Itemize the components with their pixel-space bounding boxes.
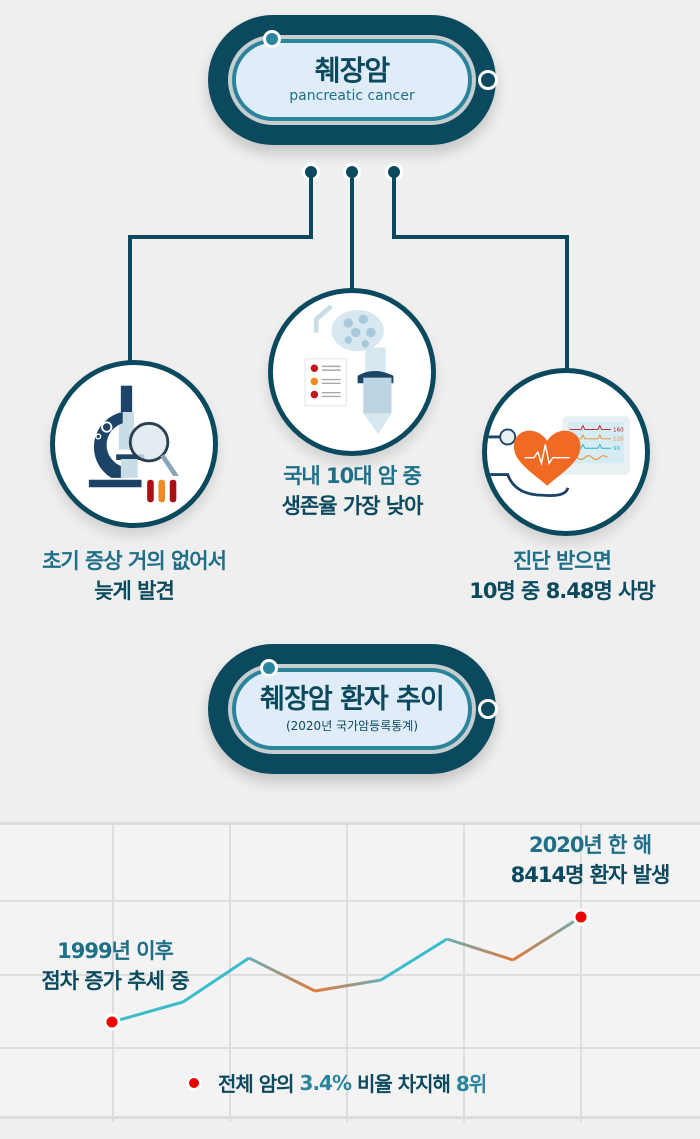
svg-text:160: 160 — [613, 427, 624, 433]
fact-caption: 초기 증상 거의 없어서 늦게 발견 — [42, 549, 227, 603]
fact-caption: 진단 받으면 10명 중 8.48명 사망 — [469, 549, 656, 603]
chart-legend: 전체 암의 3.4% 비율 차지해 8위 — [186, 1068, 487, 1097]
heart-monitor-icon: 160 120 90 — [482, 368, 650, 536]
line-chart — [0, 822, 700, 1122]
pill-dot-icon — [478, 699, 498, 719]
grid — [0, 825, 700, 1122]
connector-line — [128, 235, 313, 239]
page-title: 췌장암 — [314, 54, 390, 87]
pill-dot-icon — [260, 659, 278, 677]
fact-caption: 국내 10대 암 중 생존율 가장 낮아 — [281, 464, 424, 518]
svg-text:90: 90 — [613, 446, 621, 452]
page-subtitle: pancreatic cancer — [289, 88, 415, 104]
end-annotation: 2020년 한 해 8414명 환자 발생 — [510, 833, 671, 887]
start-annotation: 1999년 이후 점차 증가 추세 중 — [41, 939, 189, 993]
connector-line — [309, 175, 313, 239]
section-title: 췌장암 환자 추이 — [260, 684, 445, 715]
pill-inner: 췌장암 pancreatic cancer — [232, 39, 472, 121]
section-title-pill: 췌장암 환자 추이 (2020년 국가암등록통계) — [208, 644, 498, 774]
header-pill: 췌장암 pancreatic cancer — [208, 15, 498, 145]
pill-inner: 췌장암 환자 추이 (2020년 국가암등록통계) — [232, 668, 472, 750]
pill-dot-icon — [263, 30, 281, 48]
connector-line — [392, 175, 396, 239]
surgeon-icon — [268, 288, 436, 456]
connector-line — [128, 235, 132, 365]
connector-line — [350, 175, 354, 290]
section-subtitle: (2020년 국가암등록통계) — [285, 719, 419, 733]
svg-text:120: 120 — [613, 437, 624, 443]
connector-line — [392, 235, 569, 239]
trend-line — [111, 915, 582, 1024]
start-marker-icon — [103, 1013, 121, 1031]
red-dot-icon — [186, 1074, 202, 1091]
end-marker-icon — [572, 908, 590, 926]
connector-line — [565, 235, 569, 370]
pill-dot-icon — [478, 70, 498, 90]
microscope-icon — [50, 360, 218, 528]
